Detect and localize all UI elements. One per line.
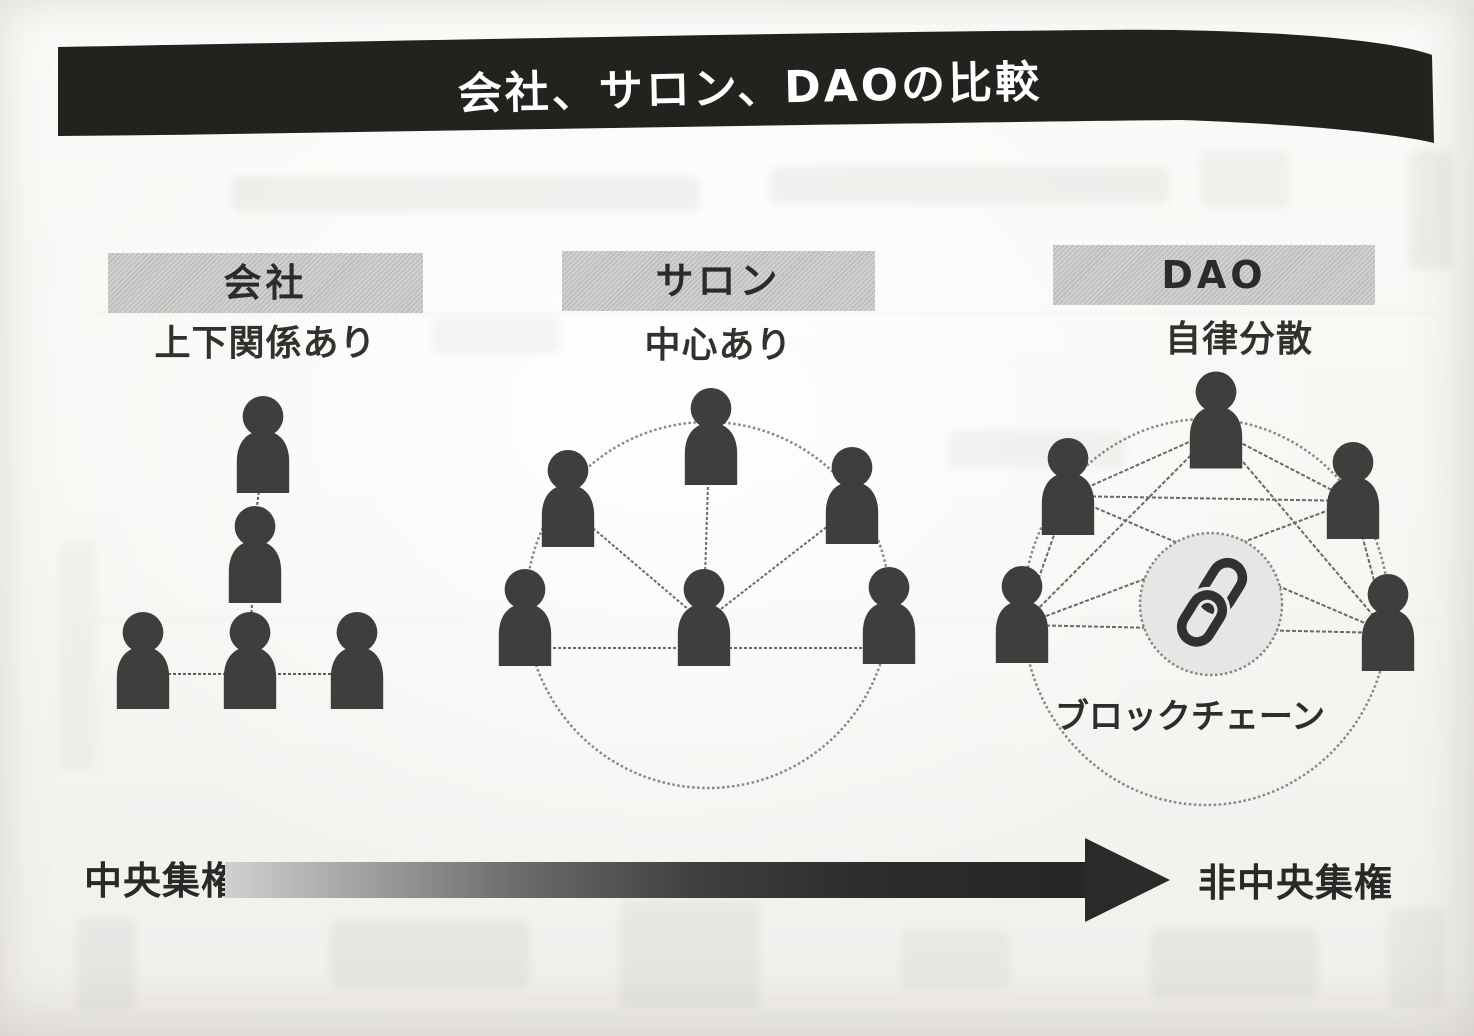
column-subtitle-company: 上下関係あり xyxy=(154,323,377,364)
person-icon xyxy=(684,388,738,485)
connector-line xyxy=(1067,495,1354,502)
salon-diagram xyxy=(498,388,916,790)
chain-link-icon xyxy=(1173,557,1248,650)
column-subtitle-salon: 中心あり xyxy=(644,325,793,366)
person-icon xyxy=(1189,371,1243,469)
person-icon xyxy=(862,567,916,664)
column-header-company: 会社 xyxy=(108,253,423,313)
centralization-arrow-bar xyxy=(225,862,1085,898)
person-icon xyxy=(228,506,282,603)
banner-shape xyxy=(58,29,1434,144)
person-icon xyxy=(116,612,170,709)
dao-diagram xyxy=(995,371,1415,807)
person-icon xyxy=(677,569,731,666)
title-banner-ribbon xyxy=(58,29,1434,144)
person-icon xyxy=(1041,438,1095,535)
connector-line xyxy=(711,511,847,617)
column-header-dao: DAO xyxy=(1053,245,1375,305)
axis-label-decentralized: 非中央集権 xyxy=(1198,861,1394,905)
person-icon xyxy=(1361,574,1415,671)
person-icon xyxy=(330,612,384,709)
person-icon xyxy=(541,450,595,547)
connector-line xyxy=(1215,429,1389,634)
person-icon xyxy=(236,396,290,493)
axis-label-centralized: 中央集権 xyxy=(84,859,241,903)
blockchain-label: ブロックチェーン xyxy=(1054,697,1326,737)
person-icon xyxy=(223,612,277,709)
connector-line xyxy=(573,511,697,617)
person-icon xyxy=(995,566,1049,663)
column-subtitle-dao: 自律分散 xyxy=(1164,319,1313,360)
connector-line xyxy=(1021,429,1217,626)
person-icon xyxy=(1326,442,1380,539)
centralization-arrow-head xyxy=(1085,838,1170,922)
person-icon xyxy=(825,447,879,544)
company-diagram xyxy=(116,396,384,709)
person-icon xyxy=(498,569,552,666)
column-header-salon: サロン xyxy=(562,251,875,311)
connector-line xyxy=(1352,500,1389,634)
